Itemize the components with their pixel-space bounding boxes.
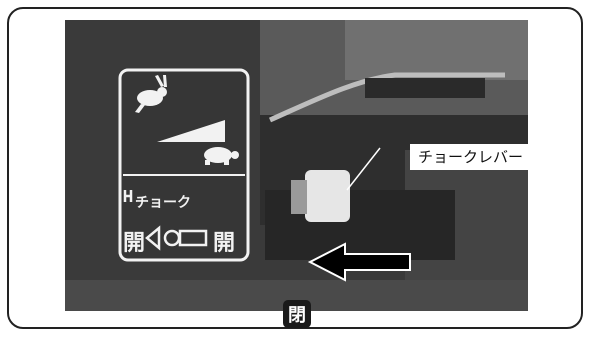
closed-badge: 閉 [283, 300, 311, 328]
sticker-open-label-left: 開 [123, 231, 146, 256]
sticker-choke-label: チョーク [135, 195, 191, 211]
push-direction-arrow-icon [307, 242, 411, 282]
choke-lever-photo: チョーク 開 開 チョークレバー [65, 20, 528, 311]
choke-sticker [118, 68, 250, 262]
photo-scene [65, 20, 528, 311]
rabbit-icon [135, 75, 167, 113]
turtle-icon [204, 147, 239, 165]
choke-lever [305, 170, 350, 222]
throttle-wedge-icon [157, 120, 225, 142]
choke-symbol-icon [123, 190, 133, 202]
choke-lever-callout: チョークレバー [410, 144, 528, 170]
sticker-open-label-right: 開 [213, 231, 236, 256]
choke-direction-arrow-icon [145, 225, 208, 251]
